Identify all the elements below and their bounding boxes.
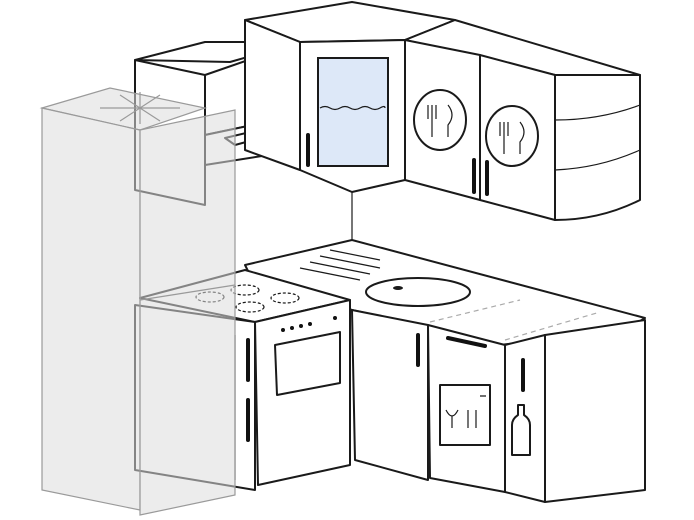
upper-corner-glass-cabinet <box>244 1 456 193</box>
dishes-icon <box>445 395 486 428</box>
bottle-icon <box>511 404 531 456</box>
fridge-side <box>41 107 141 511</box>
stove <box>254 299 351 486</box>
glass-pattern <box>319 105 386 111</box>
lower-right-door <box>544 319 646 503</box>
bottle-cabinet <box>504 334 546 503</box>
dishwasher-panel <box>439 384 491 446</box>
lower-corner-cabinet <box>351 309 429 481</box>
sink <box>365 277 471 307</box>
counter-seam <box>429 299 521 323</box>
lower-right-cabinet <box>544 319 646 503</box>
stove-knobs <box>281 316 337 332</box>
corner-cabinet-side <box>244 19 301 171</box>
cutlery-icon <box>413 89 467 151</box>
drainboard-lines <box>299 249 381 281</box>
oven-door-window <box>274 331 341 396</box>
glass-panel <box>317 57 389 167</box>
stove-front <box>254 299 351 486</box>
fridge-front <box>139 109 236 516</box>
corner-door <box>351 309 429 481</box>
fork-knife-icon <box>499 121 525 154</box>
corner-open-shelf <box>554 74 641 221</box>
counter-seam <box>504 311 601 341</box>
cutlery-icon <box>485 105 539 167</box>
shelf-lines <box>554 104 641 171</box>
dishwasher <box>427 324 506 493</box>
dishwasher-handle <box>446 336 487 348</box>
drain <box>393 286 403 290</box>
fridge <box>39 87 236 516</box>
fridge-door-split <box>139 284 236 301</box>
upper-right-cabinets <box>404 19 641 221</box>
snowflake-icon <box>100 92 180 124</box>
fork-knife-icon <box>427 104 453 137</box>
